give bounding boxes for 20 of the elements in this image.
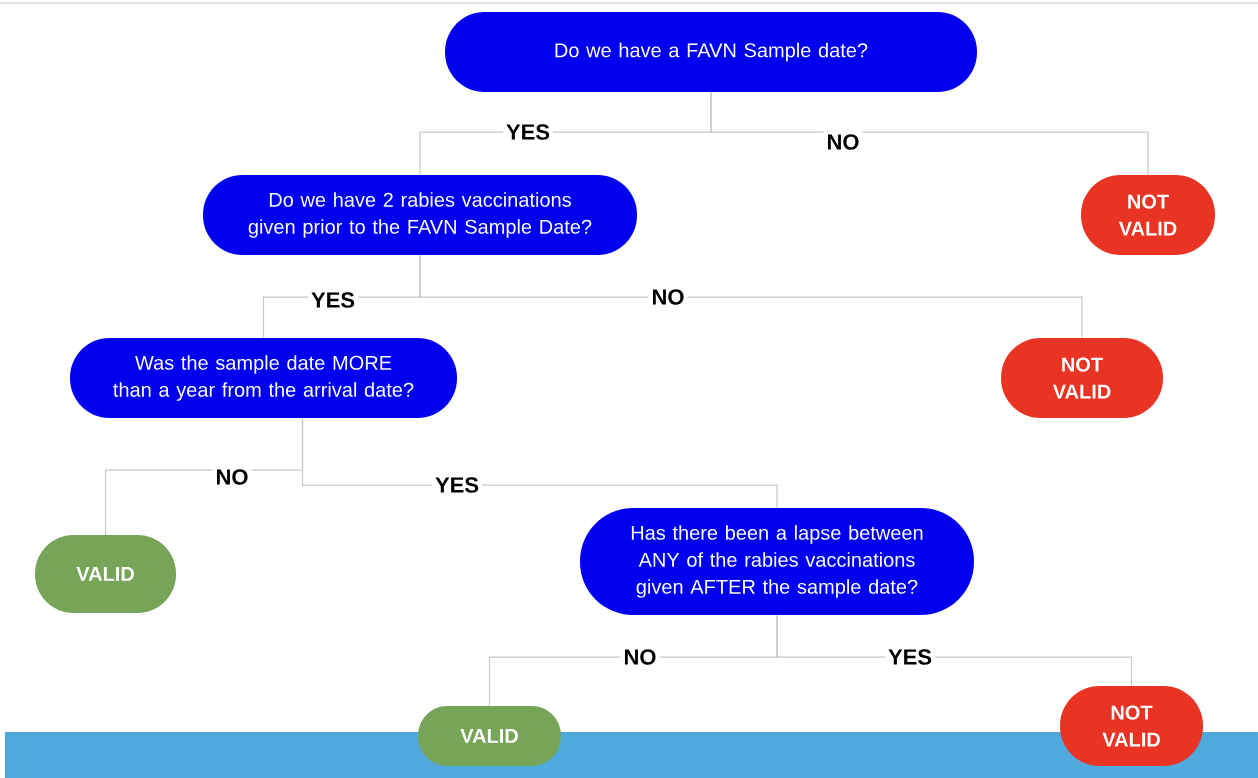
edge-label: YES: [308, 289, 358, 311]
result-box: NOT VALID: [1001, 338, 1163, 418]
question-box: Do we have 2 rabies vaccinations given prior to the FAVN Sample Date?: [203, 175, 637, 255]
question-box: Has there been a lapse between ANY of the rabies vaccinations given AFTER the sample date?: [580, 508, 974, 615]
edge-label: YES: [432, 474, 482, 496]
question-box: Was the sample date MORE than a year from the arrival date?: [70, 338, 457, 418]
connector-line: [419, 254, 1083, 339]
edge-label: NO: [823, 131, 863, 153]
result-box: NOT VALID: [1081, 175, 1215, 255]
result-box: VALID: [35, 535, 176, 613]
question-box: Do we have a FAVN Sample date?: [445, 12, 977, 92]
edge-label: NO: [620, 646, 660, 668]
edge-label: NO: [212, 466, 252, 488]
edge-label: NO: [648, 286, 688, 308]
connector-line: [710, 91, 1149, 176]
result-box: VALID: [418, 706, 561, 766]
edge-label: YES: [885, 646, 935, 668]
connector-line: [301, 417, 778, 509]
edge-label: YES: [503, 121, 553, 143]
result-box: NOT VALID: [1060, 686, 1203, 766]
